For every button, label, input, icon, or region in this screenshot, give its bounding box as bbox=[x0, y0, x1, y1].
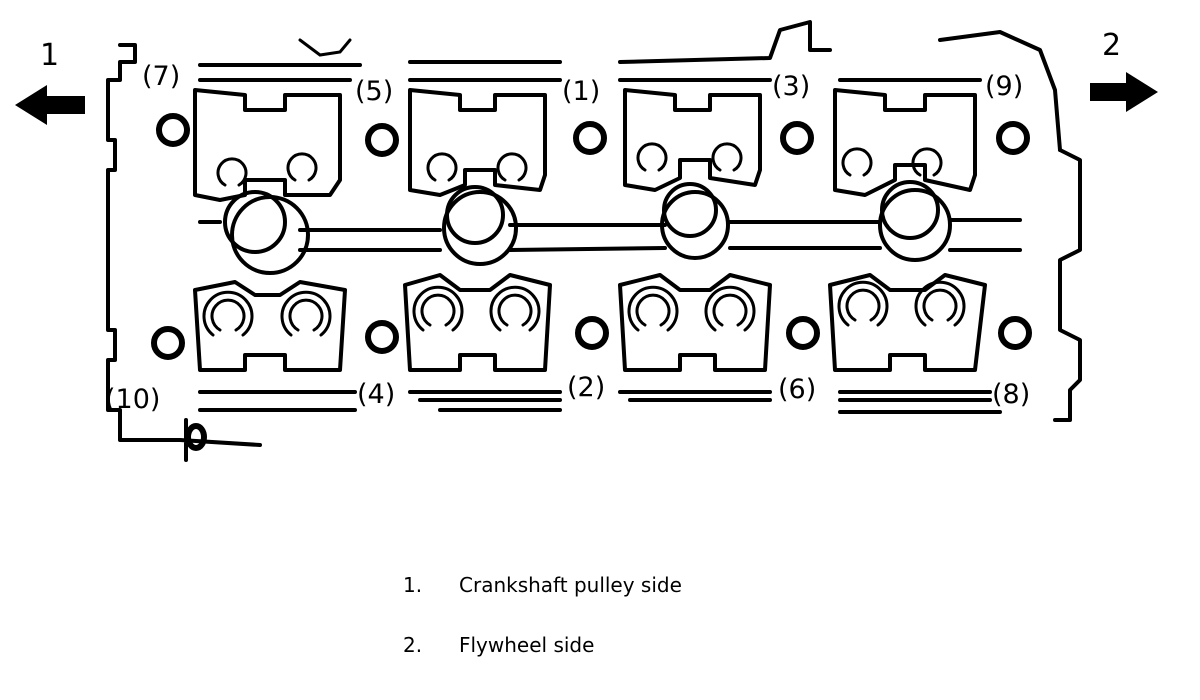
legend-item: 1. Crankshaft pulley side bbox=[403, 570, 682, 600]
bolt-label-4: (4) bbox=[357, 379, 395, 410]
bolt-label-3: (3) bbox=[772, 71, 810, 102]
bolt-label-8: (8) bbox=[992, 379, 1030, 410]
legend-item: 2. Flywheel side bbox=[403, 630, 682, 660]
bolt-label-9: (9) bbox=[985, 71, 1023, 102]
bolt-label-5: (5) bbox=[355, 76, 393, 107]
legend-number: 2. bbox=[403, 633, 423, 657]
spark-plug-bosses bbox=[198, 180, 1022, 275]
bolt-label-6: (6) bbox=[778, 374, 816, 405]
bolt-label-2: (2) bbox=[567, 372, 605, 403]
bolt-label-1: (1) bbox=[562, 76, 600, 107]
cylinder-head-outline bbox=[106, 20, 1082, 462]
valve-pockets-top bbox=[193, 88, 977, 202]
right-arrow-icon bbox=[1090, 72, 1158, 112]
bolt-label-7: (7) bbox=[142, 61, 180, 92]
bolt-holes bbox=[151, 113, 1032, 451]
bolt-label-10: (10) bbox=[105, 384, 160, 415]
legend: 1. Crankshaft pulley side 2. Flywheel si… bbox=[403, 570, 682, 690]
left-arrow-number: 1 bbox=[40, 38, 59, 73]
valve-pockets-bottom bbox=[193, 273, 987, 372]
left-arrow-icon bbox=[15, 85, 85, 125]
legend-number: 1. bbox=[403, 573, 423, 597]
legend-text: Flywheel side bbox=[459, 633, 595, 657]
legend-text: Crankshaft pulley side bbox=[459, 573, 682, 597]
right-arrow-number: 2 bbox=[1102, 28, 1121, 63]
cylinder-head-diagram: 1 2 bbox=[15, 20, 1158, 462]
